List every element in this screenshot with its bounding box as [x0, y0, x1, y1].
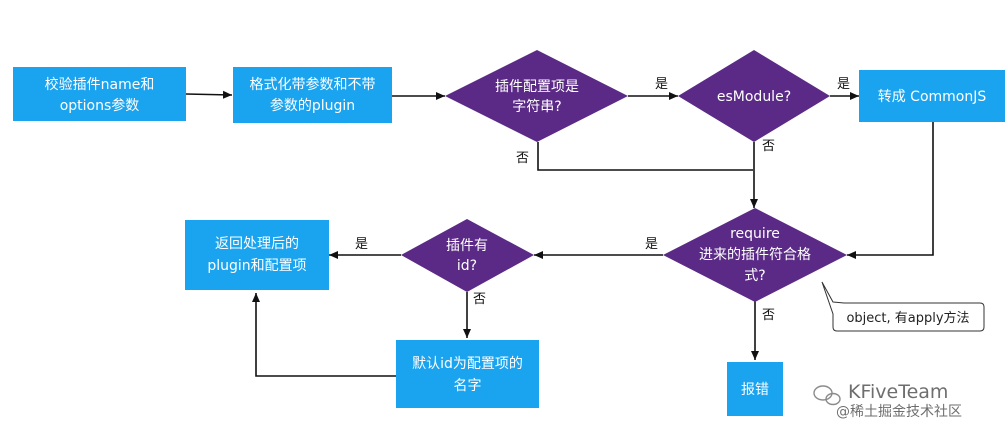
yes-label-require: 是 [645, 237, 658, 252]
yes-label-esmodule: 是 [837, 77, 850, 92]
yes-label-has-id: 是 [355, 237, 368, 252]
validate-params-box: 校验插件name和 options参数 [13, 67, 186, 121]
is-string-line-1: 插件配置项是 [495, 79, 579, 95]
require-line-2: 进来的插件符合格 [699, 247, 811, 263]
no-label-string: 否 [516, 151, 529, 166]
default-id-box: 默认id为配置项的 名字 [396, 340, 539, 408]
edge-to-cjs-to-require [847, 122, 934, 259]
require-line-1: require [730, 226, 780, 242]
watermark-site: @稀土掘金技术社区 [836, 404, 962, 420]
format-plugin-box: 格式化带参数和不带 参数的plugin [233, 67, 392, 123]
require-line-3: 式? [744, 268, 765, 284]
error-box: 报错 [727, 362, 783, 416]
esmodule-diamond: esModule? [678, 50, 830, 142]
validate-line-1: 校验插件name和 [45, 76, 155, 93]
wechat-icon [813, 385, 841, 406]
no-label-esmodule: 否 [762, 139, 775, 154]
watermark: KFiveTeam @稀土掘金技术社区 [813, 381, 962, 420]
default-id-line-2: 名字 [454, 378, 482, 394]
to-commonjs-text: 转成 CommonJS [878, 89, 987, 105]
no-label-has-id: 否 [473, 292, 486, 307]
edge-default-id-to-return [252, 293, 396, 377]
return-line-2: plugin和配置项 [207, 258, 306, 274]
to-commonjs-box: 转成 CommonJS [859, 70, 1005, 122]
edge-is-string-no [537, 142, 753, 171]
return-result-box: 返回处理后的 plugin和配置项 [185, 220, 329, 290]
connectors [185, 90, 934, 377]
yes-label-string: 是 [655, 77, 668, 92]
error-text: 报错 [741, 382, 769, 398]
callout-note: object, 有apply方法 [821, 281, 985, 332]
edge-validate-to-format [185, 90, 233, 99]
has-id-diamond: 插件有 id? [401, 219, 534, 292]
has-id-line-2: id? [457, 258, 477, 274]
validate-line-2: options参数 [60, 97, 140, 114]
format-line-2: 参数的plugin [270, 97, 355, 114]
no-label-require: 否 [762, 308, 775, 323]
default-id-line-1: 默认id为配置项的 [412, 356, 523, 372]
is-string-diamond: 插件配置项是 字符串? [445, 50, 628, 142]
is-string-line-2: 字符串? [512, 99, 561, 115]
watermark-brand: KFiveTeam [848, 381, 948, 403]
esmodule-text: esModule? [717, 89, 791, 105]
has-id-line-1: 插件有 [446, 238, 488, 254]
return-line-1: 返回处理后的 [215, 236, 299, 252]
require-format-diamond: require 进来的插件符合格 式? [663, 208, 847, 302]
callout-text: object, 有apply方法 [846, 310, 969, 326]
format-line-1: 格式化带参数和不带 [250, 76, 376, 93]
